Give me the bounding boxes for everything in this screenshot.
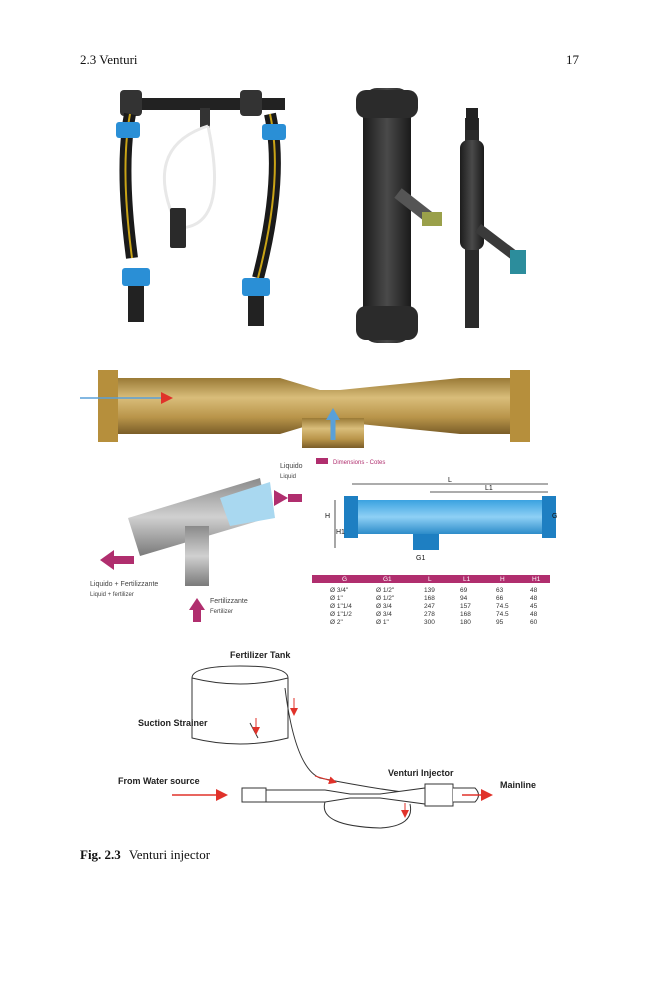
cell: Ø 1"1/4 <box>330 603 352 610</box>
cell: 247 <box>424 603 435 610</box>
label-liquid-it: Liquido <box>280 463 303 470</box>
label-liquid-en: Liquid <box>280 474 296 480</box>
table-row: Ø 1" Ø 1/2" 168 94 66 48 <box>330 595 538 602</box>
cell: Ø 3/4 <box>376 611 392 618</box>
cell: 157 <box>460 603 471 610</box>
cell: Ø 1" <box>330 595 343 602</box>
caption-label: Fig. 2.3 <box>80 847 121 862</box>
cell: Ø 1/2" <box>376 595 395 602</box>
label-fert-en: Fertilizer <box>210 609 233 615</box>
cell: 300 <box>424 619 435 626</box>
page-number: 17 <box>566 52 579 67</box>
label-mix-it: Liquido + Fertilizzante <box>90 581 158 588</box>
caption-text: Venturi injector <box>128 847 211 862</box>
manifold-kit-photo <box>116 90 286 326</box>
table-row: Ø 1"1/4 Ø 3/4 247 157 74.5 45 <box>330 603 538 610</box>
dim-H1: H1 <box>336 529 345 536</box>
cell: Ø 1" <box>376 619 389 626</box>
cell: 66 <box>496 595 504 602</box>
dimension-drawing: Dimensions - Cotes L L1 H H1 G G1 <box>316 458 557 562</box>
figure-caption: Fig. 2.3 Venturi injector <box>80 847 210 863</box>
cell: 63 <box>496 587 504 594</box>
cell: 94 <box>460 595 468 602</box>
table-row: Ø 3/4" Ø 1/2" 139 69 63 48 <box>330 587 538 594</box>
th-3: L1 <box>463 576 471 583</box>
flow-cutaway-diagram: Liquido Liquid Liquido + Fertilizzante L… <box>90 463 303 622</box>
cell: 168 <box>460 611 471 618</box>
dim-L1: L1 <box>485 485 493 492</box>
dimension-table: G G1 L L1 H H1 Ø 3/4" Ø 1/2" 139 69 63 4… <box>312 575 550 626</box>
cell: Ø 3/4" <box>330 587 349 594</box>
th-5: H1 <box>532 576 541 583</box>
th-1: G1 <box>383 576 392 583</box>
installation-schematic <box>172 665 493 829</box>
cell: 48 <box>530 611 538 618</box>
running-header-section: 2.3 Venturi <box>80 52 138 67</box>
label-venturi-injector: Venturi Injector <box>388 768 454 778</box>
cell: 69 <box>460 587 468 594</box>
dim-G: G <box>552 513 557 520</box>
th-4: H <box>500 576 505 583</box>
cell: Ø 3/4 <box>376 603 392 610</box>
cell: 48 <box>530 587 538 594</box>
cell: 278 <box>424 611 435 618</box>
th-0: G <box>342 576 347 583</box>
label-fert-it: Fertilizzante <box>210 598 248 605</box>
cell: Ø 1"1/2 <box>330 611 352 618</box>
cell: 180 <box>460 619 471 626</box>
cell: 60 <box>530 619 538 626</box>
figure-venturi-injector: Liquido Liquid Liquido + Fertilizzante L… <box>60 78 580 843</box>
dark-injector-photo <box>356 88 526 343</box>
cell: 139 <box>424 587 435 594</box>
brass-venturi-cutaway <box>60 370 530 448</box>
dim-G1: G1 <box>416 555 425 562</box>
table-row: Ø 2" Ø 1" 300 180 95 60 <box>330 619 538 626</box>
figure-composite: Liquido Liquid Liquido + Fertilizzante L… <box>60 88 557 829</box>
cell: 74.5 <box>496 611 509 618</box>
dim-L: L <box>448 477 452 484</box>
label-suction-strainer: Suction Strainer <box>138 718 208 728</box>
table-row: Ø 1"1/2 Ø 3/4 278 168 74.5 48 <box>330 611 538 618</box>
label-water-source: From Water source <box>118 776 200 786</box>
cell: 48 <box>530 595 538 602</box>
label-mainline: Mainline <box>500 780 536 790</box>
cell: 168 <box>424 595 435 602</box>
schematic-labels: Fertilizer Tank Suction Strainer From Wa… <box>118 650 536 790</box>
cell: 95 <box>496 619 504 626</box>
cell: Ø 1/2" <box>376 587 395 594</box>
label-mix-en: Liquid + fertilizer <box>90 592 134 598</box>
cell: 74.5 <box>496 603 509 610</box>
legend-dimensions: Dimensions - Cotes <box>333 460 385 466</box>
th-2: L <box>428 576 432 583</box>
cell: 45 <box>530 603 538 610</box>
cell: Ø 2" <box>330 619 343 626</box>
dim-H: H <box>325 513 330 520</box>
label-fertilizer-tank: Fertilizer Tank <box>230 650 291 660</box>
